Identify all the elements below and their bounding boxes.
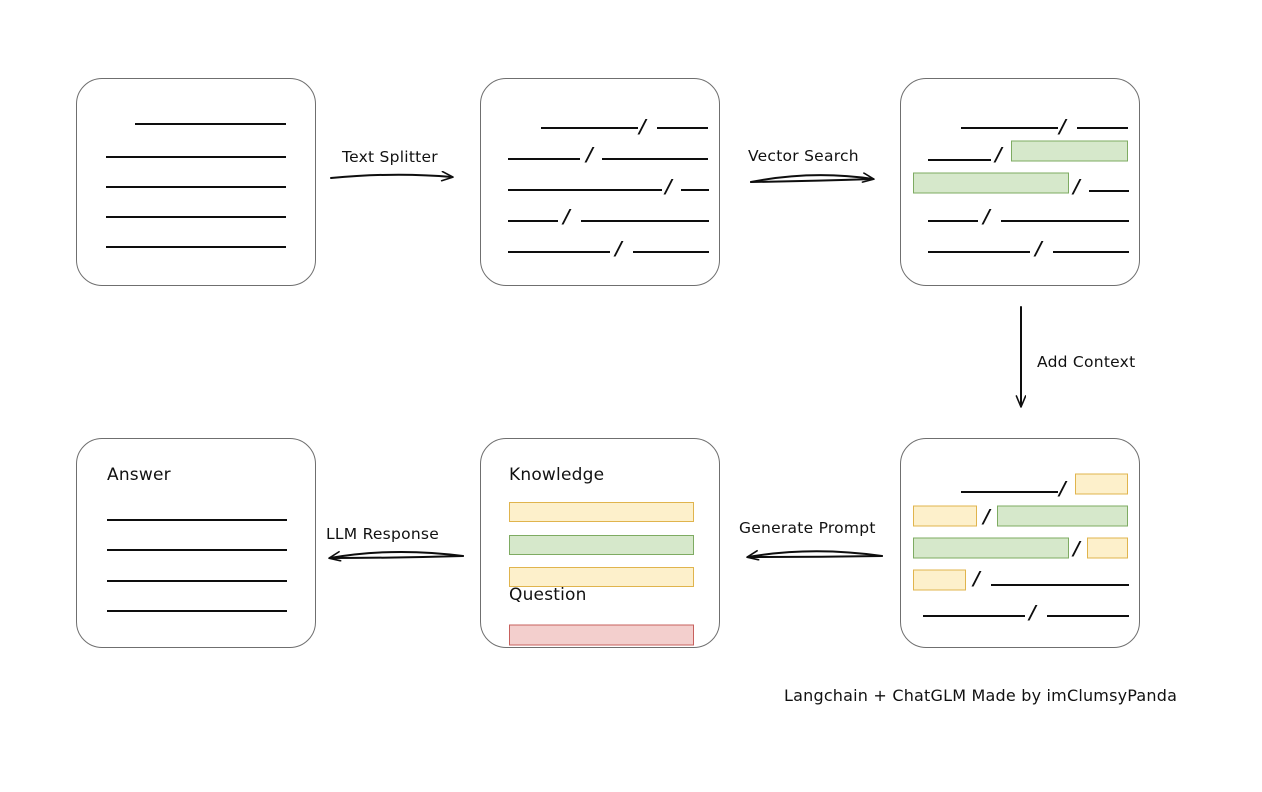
slash-icon: / bbox=[1073, 175, 1080, 198]
edge-label-llm-response: LLM Response bbox=[326, 525, 440, 543]
edge-vector-search-arrow bbox=[750, 175, 873, 183]
split-document[interactable]: / / / / / bbox=[480, 78, 720, 286]
slash-icon: / bbox=[1035, 237, 1042, 260]
text-rule bbox=[633, 251, 709, 253]
slash-icon: / bbox=[973, 567, 980, 590]
text-rule bbox=[961, 127, 1058, 129]
text-rule bbox=[107, 580, 287, 582]
text-rule bbox=[107, 610, 287, 612]
question-heading: Question bbox=[509, 585, 587, 605]
knowledge-heading: Knowledge bbox=[509, 465, 605, 485]
knowledge-chip-1 bbox=[509, 502, 694, 522]
text-rule bbox=[928, 220, 978, 222]
text-rule bbox=[135, 123, 286, 125]
answer-heading: Answer bbox=[107, 465, 171, 485]
knowledge-chip-2 bbox=[509, 535, 694, 555]
highlight-chip-green bbox=[1011, 140, 1128, 162]
question-chip bbox=[509, 624, 694, 646]
knowledge-chip-3 bbox=[509, 567, 694, 587]
highlight-chip-yellow bbox=[1075, 473, 1128, 495]
slash-icon: / bbox=[983, 505, 990, 528]
slash-icon: / bbox=[615, 237, 622, 260]
text-rule bbox=[657, 127, 708, 129]
text-rule bbox=[928, 159, 991, 161]
slash-icon: / bbox=[563, 205, 570, 228]
slash-icon: / bbox=[1029, 601, 1036, 624]
text-rule bbox=[1053, 251, 1129, 253]
text-rule bbox=[508, 220, 558, 222]
slash-icon: / bbox=[586, 143, 593, 166]
text-rule bbox=[1077, 127, 1128, 129]
slash-icon: / bbox=[995, 143, 1002, 166]
slash-icon: / bbox=[1073, 537, 1080, 560]
slash-icon: / bbox=[1059, 477, 1066, 500]
text-rule bbox=[508, 189, 662, 191]
highlight-chip-green bbox=[913, 537, 1069, 559]
text-rule bbox=[1001, 220, 1129, 222]
slash-icon: / bbox=[639, 115, 646, 138]
text-rule bbox=[508, 251, 610, 253]
text-rule bbox=[508, 158, 580, 160]
highlight-chip-yellow bbox=[913, 569, 966, 591]
footer-caption: Langchain + ChatGLM Made by imClumsyPand… bbox=[784, 686, 1178, 705]
text-rule bbox=[991, 584, 1129, 586]
answer-document[interactable]: Answer bbox=[76, 438, 316, 648]
edge-text-splitter-arrow bbox=[330, 175, 452, 178]
edge-label-vector-search: Vector Search bbox=[748, 147, 859, 165]
text-rule bbox=[681, 189, 709, 191]
edge-label-add-context: Add Context bbox=[1037, 353, 1136, 371]
edge-llm-response-arrow bbox=[330, 552, 464, 558]
edge-label-generate-prompt: Generate Prompt bbox=[739, 519, 876, 537]
edge-label-text-splitter: Text Splitter bbox=[342, 148, 438, 166]
text-rule bbox=[923, 615, 1025, 617]
context-document[interactable]: / / / / / bbox=[900, 438, 1140, 648]
text-rule bbox=[1047, 615, 1129, 617]
text-rule bbox=[106, 186, 286, 188]
text-rule bbox=[106, 156, 286, 158]
text-rule bbox=[106, 216, 286, 218]
highlight-chip-yellow bbox=[1087, 537, 1128, 559]
text-rule bbox=[107, 549, 287, 551]
edge-generate-prompt-arrow bbox=[748, 551, 883, 557]
slash-icon: / bbox=[665, 175, 672, 198]
text-rule bbox=[106, 246, 286, 248]
highlight-chip-green bbox=[913, 172, 1069, 194]
text-rule bbox=[1089, 190, 1129, 192]
text-rule bbox=[961, 491, 1058, 493]
highlight-chip-yellow bbox=[913, 505, 977, 527]
slash-icon: / bbox=[1059, 115, 1066, 138]
text-rule bbox=[581, 220, 709, 222]
text-rule bbox=[928, 251, 1030, 253]
text-rule bbox=[602, 158, 708, 160]
text-rule bbox=[107, 519, 287, 521]
vector-matched-document[interactable]: / / / / / bbox=[900, 78, 1140, 286]
prompt-document[interactable]: Knowledge Question bbox=[480, 438, 720, 648]
highlight-chip-green bbox=[997, 505, 1128, 527]
source-document[interactable] bbox=[76, 78, 316, 286]
text-rule bbox=[541, 127, 638, 129]
slash-icon: / bbox=[983, 205, 990, 228]
